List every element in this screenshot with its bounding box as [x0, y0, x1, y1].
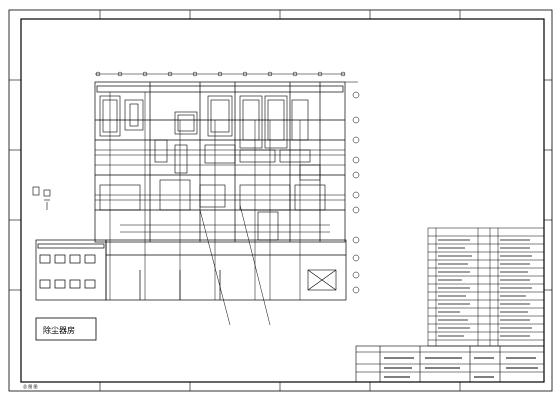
equipment-blocks [99, 95, 337, 291]
title-block-text-marks [384, 357, 538, 378]
room-label-box [35, 317, 97, 341]
title-block [355, 345, 545, 383]
north-symbol [32, 186, 51, 210]
grid-markers-top [95, 71, 346, 77]
grid-markers-right [345, 81, 360, 294]
corner-note: 总 图 图 [23, 383, 38, 389]
table-text-marks [438, 239, 532, 337]
outer-frame [8, 9, 553, 392]
room-label: 除尘器房 [43, 325, 75, 335]
inner-frame [20, 18, 545, 383]
frame-ticks [9, 10, 552, 391]
piping-lines [95, 92, 345, 326]
annex-building [35, 239, 347, 301]
